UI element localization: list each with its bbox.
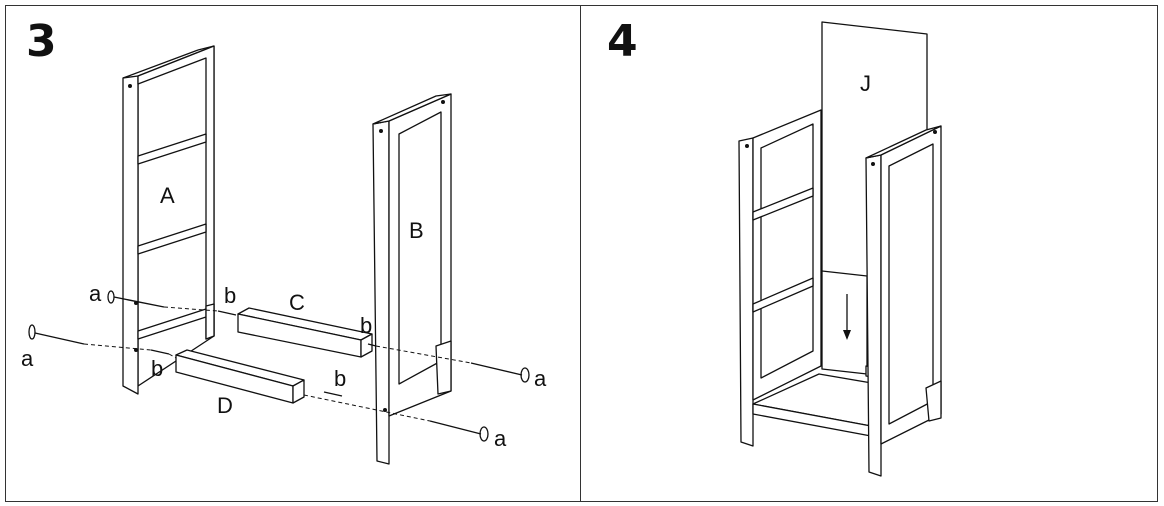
dowels <box>150 310 377 397</box>
label-panel-a: A <box>160 183 175 208</box>
step-4-diagram: J <box>738 21 942 477</box>
left-side-panel <box>738 109 822 447</box>
step-3-diagram: A B C D a a a a b b b b <box>21 45 547 465</box>
label-screw-a2: a <box>21 346 34 371</box>
label-panel-b: B <box>409 218 424 243</box>
down-arrow-icon <box>843 294 851 340</box>
label-screw-a3: a <box>534 366 547 391</box>
label-back-panel-j: J <box>860 71 871 96</box>
label-screw-a1: a <box>89 281 102 306</box>
label-rail-c: C <box>289 290 305 315</box>
rail-d <box>175 349 305 404</box>
label-dowel-b2: b <box>360 313 372 338</box>
step-4-panel: 4 <box>580 5 1158 502</box>
side-panel-b <box>372 93 452 465</box>
rail-c <box>237 307 373 358</box>
label-screw-a4: a <box>494 426 507 451</box>
step-3-panel: 3 <box>5 5 581 502</box>
right-side-panel <box>865 125 942 477</box>
step-number: 4 <box>607 16 638 67</box>
side-panel-a <box>122 45 215 395</box>
label-rail-d: D <box>217 393 233 418</box>
screws <box>28 290 530 442</box>
label-dowel-b1: b <box>224 283 236 308</box>
label-dowel-b4: b <box>334 366 346 391</box>
step-number: 3 <box>26 16 57 67</box>
guide-lines <box>83 306 472 422</box>
label-dowel-b3: b <box>151 356 163 381</box>
